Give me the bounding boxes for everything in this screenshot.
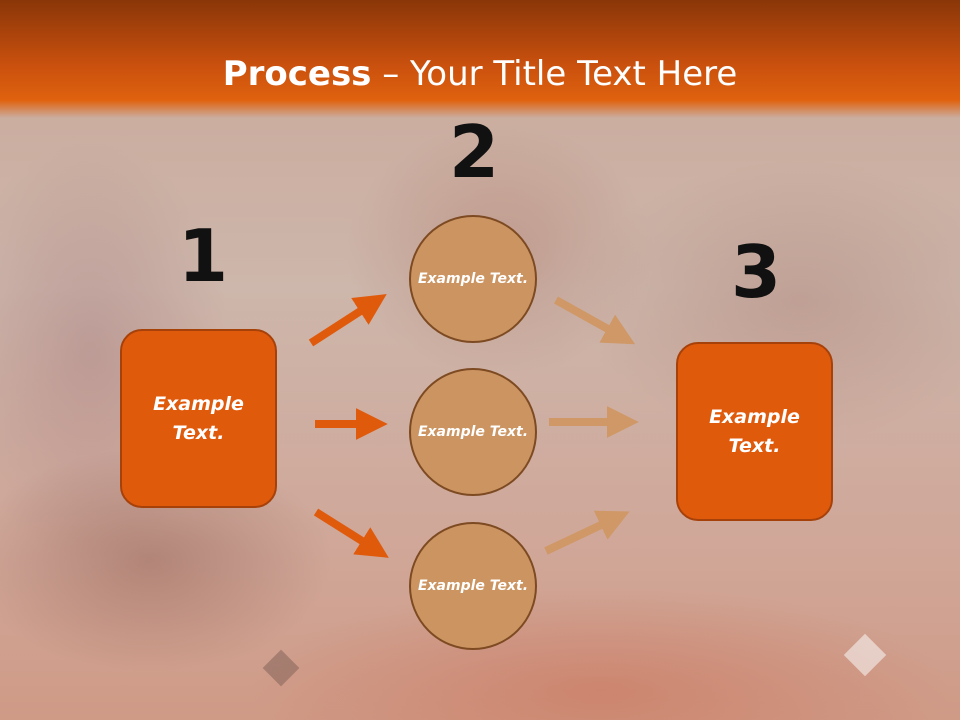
title-strong: Process	[222, 54, 372, 94]
arrow-down-right-2	[554, 296, 636, 345]
circle-top-text: Example Text.	[417, 270, 529, 287]
arrow-up-right-2	[544, 510, 630, 555]
step-1-box: Example Text.	[120, 329, 277, 508]
step-number-3: 3	[731, 230, 782, 314]
step-3-box: Example Text.	[676, 342, 833, 521]
circle-middle-text: Example Text.	[417, 423, 529, 440]
slide-title: Process – Your Title Text Here	[0, 52, 960, 96]
step-2-circle-top: Example Text.	[409, 215, 537, 343]
step-3-text: Example Text.	[709, 405, 800, 457]
arrow-up-right	[308, 294, 387, 347]
circle-bottom-text: Example Text.	[417, 577, 529, 594]
step-2-circle-middle: Example Text.	[409, 368, 537, 496]
step-2-circle-bottom: Example Text.	[409, 522, 537, 650]
step-number-2: 2	[449, 110, 500, 194]
title-bar	[0, 0, 960, 118]
step-number-1: 1	[178, 214, 229, 298]
step-1-text: Example Text.	[153, 392, 244, 444]
arrow-down-right	[313, 508, 389, 558]
title-rest: – Your Title Text Here	[371, 54, 738, 94]
